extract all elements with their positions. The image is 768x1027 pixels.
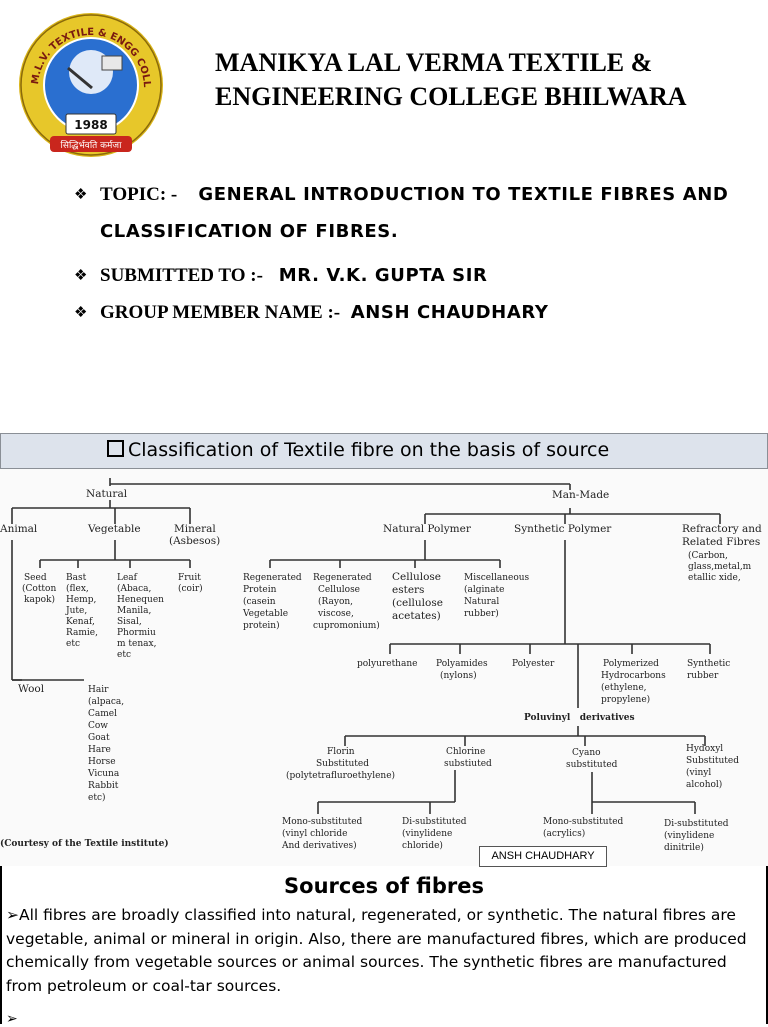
college-logo: M.L.V. TEXTILE & ENGG COLLEGE BHILWARA 1… <box>16 10 163 157</box>
node-seed: Seed (Cotton kapok) <box>22 573 59 605</box>
author-label-box: ANSH CHAUDHARY <box>479 846 607 867</box>
next-bullet-marker: ➢ <box>6 1010 18 1026</box>
node-mono-acrylic: Mono-substituted (acrylics) <box>543 817 626 839</box>
node-polyester: Polyester <box>512 659 555 669</box>
node-synthetic-polymer: Synthetic Polymer <box>514 523 612 535</box>
bullet-label: GROUP MEMBER NAME :- <box>100 302 341 323</box>
node-natural: Natural <box>86 488 128 500</box>
logo-motto: सिद्धिर्भवति कर्मजा <box>61 139 123 151</box>
node-leaf: Leaf (Abaca, Henequen Manila, Sisal, Pho… <box>117 573 167 660</box>
node-vegetable: Vegetable <box>87 523 141 535</box>
bullet-value: MR. V.K. GUPTA SIR <box>278 265 488 286</box>
node-di-chloride: Di-substituted (vinylidene chloride) <box>402 817 469 851</box>
node-polyamides: Polyamides (nylons) <box>436 659 490 681</box>
node-bast: Bast (flex, Hemp, Jute, Kenaf, Ramie, et… <box>65 573 101 649</box>
node-regen-protein: Regenerated Protein (casein Vegetable pr… <box>242 573 305 631</box>
node-misc: Miscellaneous (alginate Natural rubber) <box>464 573 532 619</box>
sources-title: Sources of fibres <box>284 874 484 898</box>
node-polyurethane: polyurethane <box>357 659 417 669</box>
diagram-title: Classification of Textile fibre on the b… <box>128 439 610 461</box>
classification-tree: Natural Man-Made Animal Vegetable Minera… <box>0 478 765 853</box>
node-natural-polymer: Natural Polymer <box>383 523 472 535</box>
node-man-made: Man-Made <box>552 489 609 501</box>
slide-left-border <box>0 866 2 1024</box>
node-chlorine: Chlorine substiuted <box>444 747 492 769</box>
node-animal: Animal <box>0 523 38 535</box>
node-fruit: Fruit (coir) <box>178 573 204 594</box>
bullet-topic: ❖ TOPIC: - GENERAL INTRODUCTION TO TEXTI… <box>74 176 764 250</box>
node-mono-chloride: Mono-substituted (vinyl chloride And der… <box>281 817 365 851</box>
node-cellulose-esters: Cellulose esters (cellulose acetates) <box>392 571 446 622</box>
checkbox-bullet-icon <box>107 440 124 457</box>
node-wool: Wool <box>18 683 45 695</box>
bullet-label: TOPIC: - <box>100 184 178 205</box>
node-di-nitrile: Di-substituted (vinylidene dinitrile) <box>664 819 731 853</box>
node-regen-cellulose: Regenerated Cellulose (Rayon, viscose, c… <box>313 573 380 631</box>
info-bullets: ❖ TOPIC: - GENERAL INTRODUCTION TO TEXTI… <box>74 176 764 338</box>
diagram-title-bar: Classification of Textile fibre on the b… <box>0 433 768 469</box>
slide-right-border <box>766 866 768 1024</box>
sources-paragraph: ➢All fibres are broadly classified into … <box>6 906 747 995</box>
bullet-label: SUBMITTED TO :- <box>100 265 263 286</box>
node-mineral: Mineral (Asbesos) <box>169 523 220 547</box>
logo-year: 1988 <box>74 118 107 132</box>
tree-connectors <box>11 478 721 814</box>
node-florin: Florin Substituted (polytetrafluroethyle… <box>286 747 395 781</box>
node-hydroxyl: Hydoxyl Substituted (vinyl alcohol) <box>686 744 742 790</box>
node-polymerized: Polymerized Hydrocarbons (ethylene, prop… <box>601 659 669 705</box>
node-synthetic-rubber: Synthetic rubber <box>687 659 733 681</box>
diagram-background <box>0 433 768 866</box>
bullet-value: ANSH CHAUDHARY <box>350 302 549 323</box>
bullet-group: ❖ GROUP MEMBER NAME :- ANSH CHAUDHARY <box>74 301 764 324</box>
diamond-bullet-icon: ❖ <box>74 304 88 321</box>
diamond-bullet-icon: ❖ <box>74 267 88 284</box>
courtesy-note: (Courtesy of the Textile institute) <box>0 838 169 849</box>
diamond-bullet-icon: ❖ <box>74 186 88 203</box>
node-polyvinyl: Poluvinyl derivatives <box>524 713 635 723</box>
node-refractory: Refractory and Related Fibres (Carbon, g… <box>682 523 765 583</box>
bullet-value: GENERAL INTRODUCTION TO TEXTILE FIBRES A… <box>100 184 729 242</box>
college-name: MANIKYA LAL VERMA TEXTILE & ENGINEERING … <box>215 48 687 111</box>
bullet-submitted: ❖ SUBMITTED TO :- MR. V.K. GUPTA SIR <box>74 264 764 287</box>
node-hair: Hair (alpaca, Camel Cow Goat Hare Horse … <box>87 685 127 803</box>
node-cyano: Cyano substituted <box>566 748 618 770</box>
